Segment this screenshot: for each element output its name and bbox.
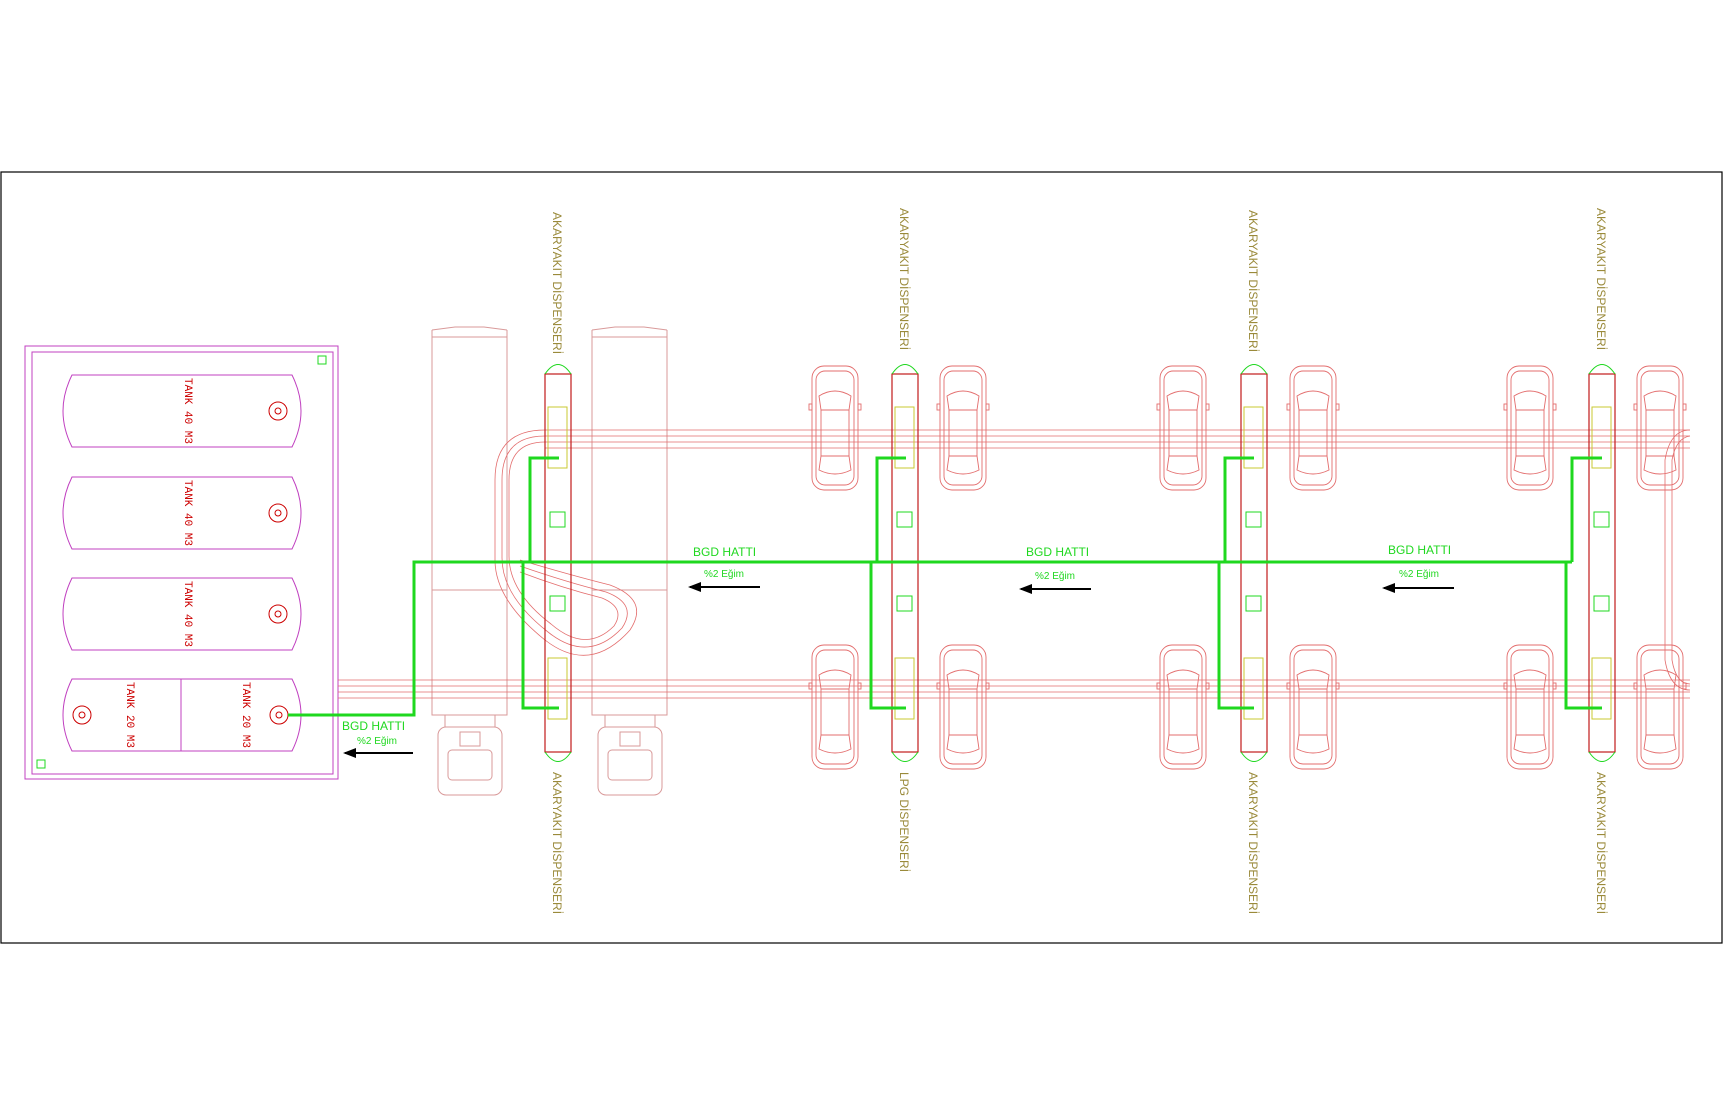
- bgd-label: BGD HATTI: [1026, 545, 1089, 559]
- dispenser-1-bottom-label: AKARYAKIT DİSPENSERİ: [550, 772, 564, 914]
- car-icon: [1503, 644, 1557, 770]
- manhole-icon: [72, 705, 92, 725]
- manhole-icon: [268, 401, 288, 421]
- manhole-icon: [268, 604, 288, 624]
- car-icon: [1286, 365, 1340, 491]
- bgd-label: BGD HATTI: [1388, 543, 1451, 557]
- car-icon: [936, 644, 990, 770]
- dispenser-1-top-label: AKARYAKIT DİSPENSERİ: [550, 212, 564, 354]
- dispenser-4: AKARYAKIT DİSPENSERİ AKARYAKIT DİSPENSER…: [1588, 208, 1616, 914]
- car-icon: [808, 644, 862, 770]
- bgd-annotation-1: BGD HATTI %2 Eğim: [342, 719, 413, 758]
- dispenser-2-top-label: AKARYAKIT DİSPENSERİ: [897, 208, 911, 350]
- bgd-annotation-4: BGD HATTI %2 Eğim: [1382, 543, 1454, 593]
- dispenser-2: AKARYAKIT DİSPENSERİ LPG DİSPENSERİ: [891, 208, 919, 872]
- bgd-annotation-3: BGD HATTI %2 Eğim: [1019, 545, 1091, 594]
- car-icon: [808, 365, 862, 491]
- bgd-label: BGD HATTI: [342, 719, 405, 733]
- arrow-left-icon: [1382, 583, 1454, 593]
- tank-1: TANK 40 M3: [62, 374, 302, 448]
- tank-1-label: TANK 40 M3: [181, 378, 193, 444]
- tank-zone-outer: [24, 345, 339, 780]
- car-icon: [1286, 644, 1340, 770]
- dispenser-3-top-label: AKARYAKIT DİSPENSERİ: [1246, 210, 1260, 352]
- arrow-left-icon: [343, 748, 413, 758]
- tank-4-split: TANK 20 M3 TANK 20 M3: [62, 678, 302, 752]
- drawing-frame: [0, 171, 1723, 944]
- car-icon: [936, 365, 990, 491]
- tank-4b-label: TANK 20 M3: [239, 682, 251, 748]
- dispenser-3-bottom-label: AKARYAKIT DİSPENSERİ: [1246, 772, 1260, 914]
- slope-label: %2 Eğim: [1399, 569, 1439, 580]
- dispenser-2-bottom-label: LPG DİSPENSERİ: [897, 772, 911, 872]
- tank-zone-inner: [31, 351, 334, 775]
- tank-3-label: TANK 40 M3: [181, 581, 193, 647]
- bgd-annotation-2: BGD HATTI %2 Eğim: [688, 545, 760, 592]
- car-icon: [1633, 644, 1687, 770]
- vent-marker-bottom: [36, 759, 46, 769]
- tank-2-label: TANK 40 M3: [181, 480, 193, 546]
- slope-label: %2 Eğim: [1035, 571, 1075, 582]
- tank-truck-2: [591, 326, 668, 796]
- tank-2: TANK 40 M3: [62, 476, 302, 550]
- slope-label: %2 Eğim: [357, 736, 397, 747]
- car-icon: [1503, 365, 1557, 491]
- slope-label: %2 Eğim: [704, 569, 744, 580]
- tank-truck-1: [431, 326, 508, 796]
- dispenser-4-top-label: AKARYAKIT DİSPENSERİ: [1594, 208, 1608, 350]
- arrow-left-icon: [688, 582, 760, 592]
- vent-marker-top: [317, 355, 327, 365]
- manhole-icon: [269, 705, 289, 725]
- car-icon: [1156, 644, 1210, 770]
- tank-4a-label: TANK 20 M3: [123, 682, 135, 748]
- manhole-icon: [268, 503, 288, 523]
- pipe-bundle-bottom: [338, 679, 1690, 699]
- car-icon: [1633, 365, 1687, 491]
- arrow-left-icon: [1019, 584, 1091, 594]
- dispenser-4-bottom-label: AKARYAKIT DİSPENSERİ: [1594, 772, 1608, 914]
- bgd-line: [288, 456, 1602, 717]
- bgd-label: BGD HATTI: [693, 545, 756, 559]
- dispenser-1: AKARYAKIT DİSPENSERİ AKARYAKIT DİSPENSER…: [544, 212, 572, 914]
- car-icon: [1156, 365, 1210, 491]
- parked-cars: [808, 365, 1687, 770]
- tank-3: TANK 40 M3: [62, 577, 302, 651]
- tank-zone: TANK 40 M3 TANK 40 M3 TANK 40 M3 TANK 20…: [24, 345, 339, 780]
